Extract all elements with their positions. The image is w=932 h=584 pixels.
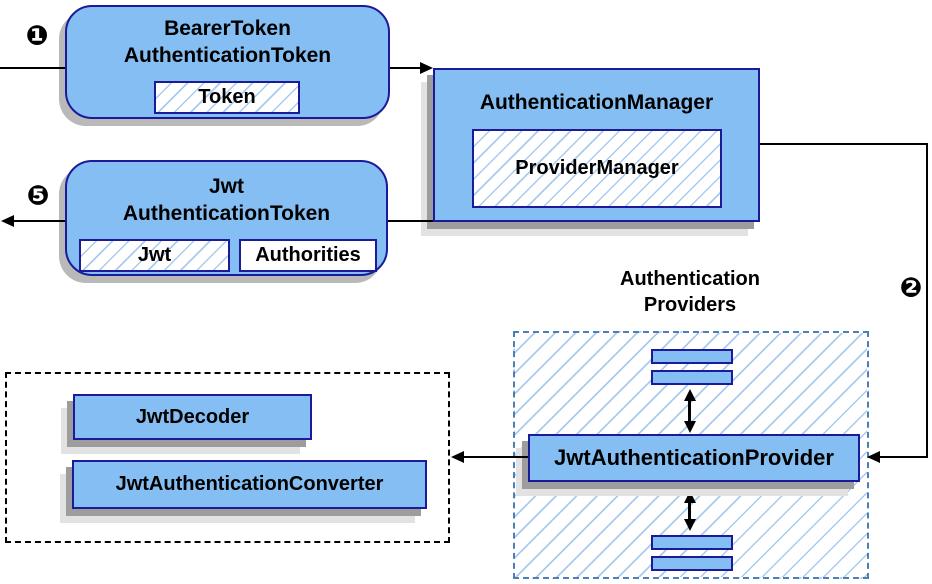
manager-to-provider-line-h2: [880, 456, 928, 458]
incoming-request-line: [0, 67, 65, 69]
provider-manager-inner-box: ProviderManager: [472, 129, 722, 208]
jwt-token-title-line1: Jwt: [208, 175, 244, 198]
jwt-token-title-line2: AuthenticationToken: [122, 201, 331, 225]
bearer-token-title-line1: BearerToken: [164, 17, 291, 40]
jwt-decoder-label: JwtDecoder: [135, 405, 250, 428]
provider-manager-label: ProviderManager: [515, 157, 679, 179]
manager-to-provider-line-h1: [760, 143, 928, 145]
authorities-inner-box: Authorities: [239, 239, 377, 272]
jwt-authentication-provider-label: JwtAuthenticationProvider: [554, 445, 834, 470]
token-inner-box: Token: [154, 81, 300, 114]
step-2-badge: ❷: [899, 272, 923, 304]
authorities-label: Authorities: [255, 244, 361, 266]
jwt-token-outgoing-line: [14, 220, 65, 222]
bearer-token-authentication-token-node: BearerToken AuthenticationToken Token: [65, 5, 390, 119]
provider-to-tools-line: [464, 456, 528, 458]
authentication-providers-group-title: Authentication Providers: [565, 266, 815, 318]
manager-to-jwt-token-line: [388, 220, 433, 222]
manager-to-provider-arrowhead: [867, 451, 880, 463]
bearer-token-title-line2: AuthenticationToken: [123, 43, 332, 67]
providers-title-line2: Providers: [643, 294, 737, 316]
authentication-manager-node: AuthenticationManager ProviderManager: [433, 68, 760, 222]
provider-placeholder-bar: [651, 370, 733, 385]
bearer-token-node-title: BearerToken AuthenticationToken: [67, 16, 388, 70]
manager-to-provider-line-v: [926, 143, 928, 458]
jwt-token-node-title: Jwt AuthenticationToken: [67, 174, 386, 228]
step-1-badge: ❶: [25, 20, 49, 52]
provider-placeholder-bar: [651, 556, 733, 571]
provider-to-tools-arrowhead: [451, 451, 464, 463]
bearer-to-manager-arrowhead: [420, 62, 433, 74]
jwt-authentication-converter-node: JwtAuthenticationConverter: [72, 460, 427, 509]
jwt-label: Jwt: [137, 244, 172, 266]
jwt-token-outgoing-arrowhead: [1, 215, 14, 227]
provider-placeholder-bar: [651, 535, 733, 550]
jwt-authentication-token-node: Jwt AuthenticationToken Jwt Authorities: [65, 160, 388, 276]
jwt-decoder-node: JwtDecoder: [73, 394, 312, 440]
provider-placeholder-bar: [651, 349, 733, 364]
step-5-badge: ❺: [26, 180, 50, 212]
jwt-inner-box: Jwt: [79, 239, 230, 272]
bearer-to-manager-line: [390, 67, 421, 69]
jwt-authentication-provider-node: JwtAuthenticationProvider: [528, 434, 860, 482]
jwt-authentication-converter-label: JwtAuthenticationConverter: [115, 473, 384, 495]
providers-title-line1: Authentication: [620, 268, 760, 290]
token-label: Token: [198, 86, 256, 108]
authentication-manager-title: AuthenticationManager: [479, 91, 714, 114]
